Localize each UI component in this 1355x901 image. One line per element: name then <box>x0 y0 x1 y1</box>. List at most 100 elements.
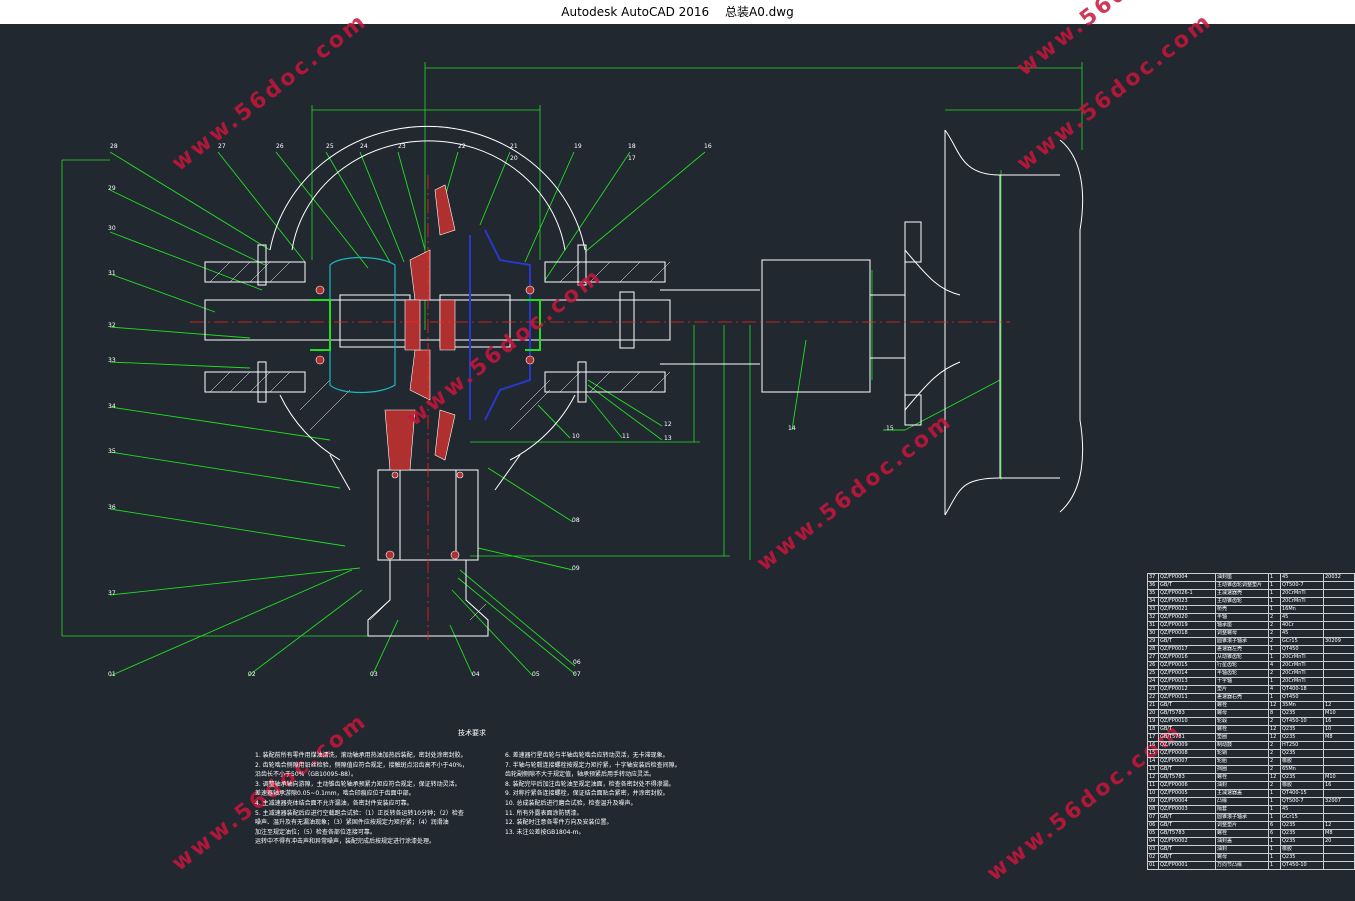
bom-cell <box>1323 621 1355 630</box>
bom-cell: 20CrMnTi <box>1280 653 1324 662</box>
bom-cell: 10 <box>1323 725 1355 734</box>
part-label-22: 22 <box>458 143 466 150</box>
bom-cell: 橡胶 <box>1280 757 1324 766</box>
part-label-14: 14 <box>788 425 796 432</box>
bom-cell: 主减速器盖 <box>1215 789 1269 798</box>
bom-cell: 12 <box>1268 701 1281 710</box>
bom-cell <box>1323 789 1355 798</box>
bom-cell <box>1323 653 1355 662</box>
bom-cell: 20CrMnTi <box>1280 669 1324 678</box>
bom-cell: 23 <box>1147 685 1159 694</box>
bom-cell: 半轴 <box>1215 613 1269 622</box>
note-line: 11. 所有外露表面涂防锈漆。 <box>505 809 583 817</box>
technical-notes-left: 1. 装配前所有零件用煤油清洗，滚动轴承用热油加热后装配，密封处涂密封胶。2. … <box>255 751 500 847</box>
bom-cell: 45 <box>1280 613 1324 622</box>
bom-cell: QZ/FP0003 <box>1158 805 1216 814</box>
note-line: 差速器轴承游隙0.05~0.1mm，啮合印痕应位于齿面中部。 <box>255 790 415 798</box>
bom-cell: 20CrMnTi <box>1280 597 1324 606</box>
bom-cell: 1 <box>1268 845 1281 854</box>
bom-cell: QZ/FP0008 <box>1158 749 1216 758</box>
note-line: 加注至规定油位；（5）检查各部位连接可靠。 <box>255 828 376 836</box>
bom-cell: 螺母 <box>1215 853 1269 862</box>
bom-cell: 差速器左壳 <box>1215 645 1269 654</box>
bom-cell: GB/T <box>1158 637 1216 646</box>
bom-cell: Q235 <box>1280 725 1324 734</box>
bom-cell: 11 <box>1147 781 1159 790</box>
title-bar: Autodesk AutoCAD 2016 总装A0.dwg <box>0 0 1355 24</box>
bom-cell <box>1323 861 1355 870</box>
bom-cell: QZ/FP0018 <box>1158 629 1216 638</box>
bom-cell: 12 <box>1268 773 1281 782</box>
bom-cell: 09 <box>1147 797 1159 806</box>
bom-cell: 12 <box>1268 725 1281 734</box>
bom-cell: QZ/FP0007 <box>1158 757 1216 766</box>
bom-cell: 32 <box>1147 613 1159 622</box>
bom-cell: 油封盖 <box>1215 837 1269 846</box>
part-label-03: 03 <box>370 671 378 678</box>
part-label-16: 16 <box>704 143 712 150</box>
bom-cell: 36 <box>1147 581 1159 590</box>
bom-cell: 1 <box>1268 645 1281 654</box>
bom-cell: 21 <box>1147 701 1159 710</box>
bom-cell: 螺栓 <box>1215 725 1269 734</box>
part-label-15: 15 <box>886 425 894 432</box>
bom-cell: 35 <box>1147 589 1159 598</box>
bom-cell: QZ/FP0023 <box>1158 597 1216 606</box>
bom-cell <box>1323 613 1355 622</box>
part-label-34: 34 <box>108 403 116 410</box>
bom-cell: 橡胶 <box>1280 781 1324 790</box>
bom-cell: Q235 <box>1280 773 1324 782</box>
bom-cell: 25 <box>1147 669 1159 678</box>
bom-cell: M10 <box>1323 709 1355 718</box>
part-label-23: 23 <box>398 143 406 150</box>
file-name: 总装A0.dwg <box>725 5 794 19</box>
part-label-20: 20 <box>510 155 518 162</box>
bom-cell: 20CrMnTi <box>1280 661 1324 670</box>
bom-cell: QZ/FP0006 <box>1158 781 1216 790</box>
bom-cell <box>1323 669 1355 678</box>
bom-cell: 35Mn <box>1280 701 1324 710</box>
bom-cell: 06 <box>1147 821 1159 830</box>
part-label-07: 07 <box>573 671 581 678</box>
part-label-19: 19 <box>574 143 582 150</box>
assembly-drawing[interactable]: 2827262524232221201918171629303132333435… <box>0 24 1355 901</box>
part-label-10: 10 <box>572 433 580 440</box>
bom-cell: 螺母 <box>1215 709 1269 718</box>
bom-cell: 07 <box>1147 813 1159 822</box>
bom-cell: QZ/FP0020 <box>1158 613 1216 622</box>
part-label-04: 04 <box>472 671 480 678</box>
bom-cell: QZ/FP0012 <box>1158 685 1216 694</box>
bom-cell: GCr15 <box>1280 637 1324 646</box>
part-label-28: 28 <box>110 143 118 150</box>
bom-cell: 1 <box>1268 597 1281 606</box>
bom-cell <box>1323 645 1355 654</box>
part-label-36: 36 <box>108 504 116 511</box>
bom-cell: QT400-15 <box>1280 789 1324 798</box>
bom-cell: 2 <box>1268 717 1281 726</box>
bom-cell: 橡胶 <box>1280 845 1324 854</box>
bom-cell: 从动锥齿轮 <box>1215 653 1269 662</box>
bom-cell: 6 <box>1268 829 1281 838</box>
bom-cell: 6 <box>1268 821 1281 830</box>
bom-cell: 16Mn <box>1280 605 1324 614</box>
bom-cell <box>1323 629 1355 638</box>
bom-cell: Q235 <box>1280 853 1324 862</box>
bom-cell: 32007 <box>1323 797 1355 806</box>
bom-cell <box>1323 853 1355 862</box>
part-label-32: 32 <box>108 322 116 329</box>
